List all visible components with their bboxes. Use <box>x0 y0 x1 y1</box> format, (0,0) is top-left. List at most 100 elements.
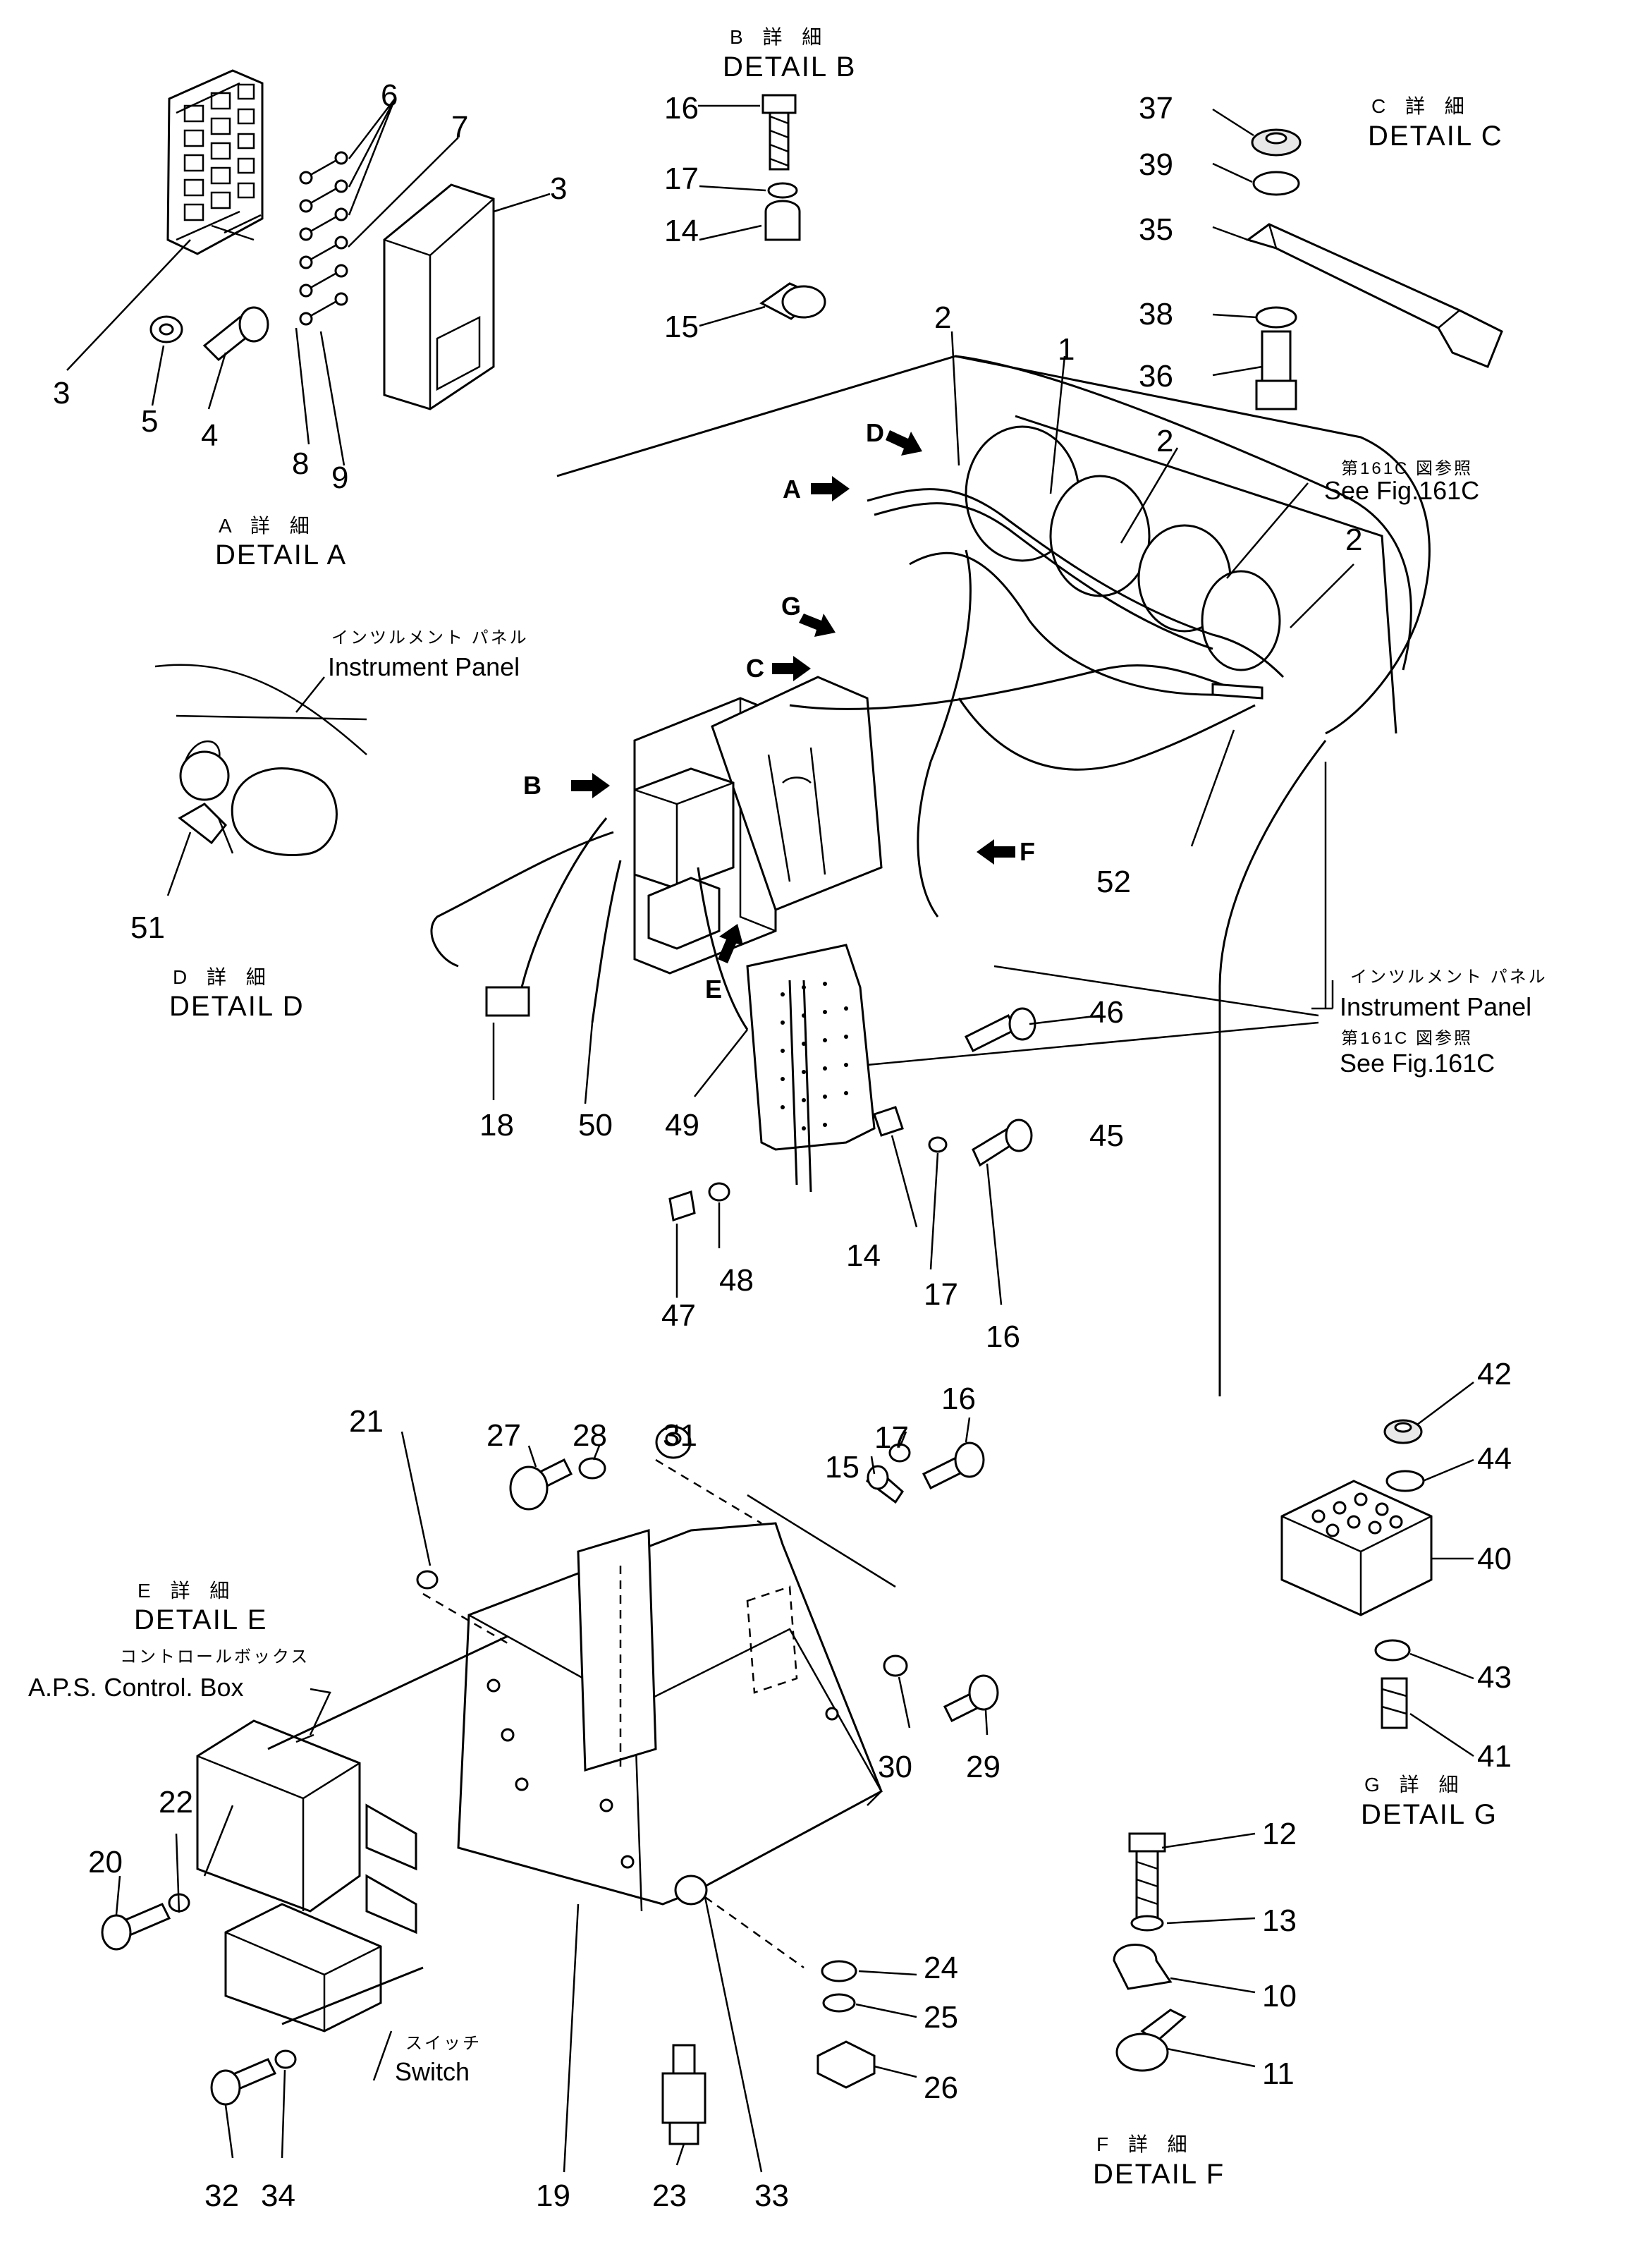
part-number: 17 <box>664 162 699 196</box>
see-fig-jp-2: 第161C 図参照 <box>1341 1029 1473 1048</box>
part-number: 13 <box>1262 1903 1297 1938</box>
part-number: 2 <box>1156 424 1173 458</box>
part-number: 40 <box>1477 1542 1512 1576</box>
part-number: 28 <box>573 1418 607 1453</box>
part-number: 47 <box>661 1298 696 1333</box>
part-number: 1 <box>1058 332 1075 367</box>
part-number: 5 <box>141 404 158 439</box>
part-number: 21 <box>349 1404 384 1439</box>
detail-d-title-jp: D 詳 細 <box>173 966 273 988</box>
detail-d-title-en: DETAIL D <box>169 991 305 1022</box>
part-number: 41 <box>1477 1739 1512 1774</box>
part-number: 32 <box>204 2178 239 2213</box>
instrument-panel-jp-1: インツルメント パネル <box>331 628 529 647</box>
view-arrow-g: G <box>781 592 801 621</box>
part-number: 52 <box>1096 865 1131 899</box>
fuse-links-illustration <box>299 151 348 326</box>
part-number: 16 <box>986 1320 1020 1354</box>
instrument-panel-en-1: Instrument Panel <box>328 652 520 681</box>
control-box-jp: コントロールボックス <box>120 1647 310 1666</box>
part-number-labels: 1 2 2 2 3 3 4 5 6 7 8 9 10 11 12 13 14 1… <box>53 78 1512 2213</box>
instrument-panel-en-2: Instrument Panel <box>1340 992 1531 1021</box>
detail-c-title-en: DETAIL C <box>1368 121 1503 152</box>
switch-en: Switch <box>395 2057 470 2086</box>
part-number: 15 <box>825 1450 859 1485</box>
view-arrow-f: F <box>1020 837 1035 866</box>
part-number: 51 <box>130 910 165 945</box>
part-number: 16 <box>664 91 699 126</box>
part-number: 9 <box>331 461 348 495</box>
part-number: 2 <box>934 300 951 335</box>
part-number: 14 <box>664 214 699 248</box>
part-number: 26 <box>924 2071 958 2105</box>
part-number: 16 <box>941 1382 976 1416</box>
part-number: 17 <box>874 1420 909 1455</box>
detail-c-group <box>1212 108 1503 410</box>
part-number: 33 <box>754 2178 789 2213</box>
part-number: 39 <box>1139 147 1173 182</box>
detail-a-title-jp: A 詳 細 <box>219 515 317 537</box>
part-number: 38 <box>1139 297 1173 331</box>
part-number: 8 <box>292 446 309 481</box>
view-arrow-letters: A D G C B F E <box>523 418 1035 1004</box>
detail-g-group <box>1280 1382 1474 1757</box>
detail-b-group <box>698 94 826 327</box>
part-number: 34 <box>261 2178 295 2213</box>
see-fig-en-2: See Fig.161C <box>1340 1049 1495 1078</box>
part-number: 25 <box>924 2000 958 2035</box>
fuse-block-illustration <box>166 69 264 255</box>
part-number: 18 <box>479 1108 514 1142</box>
part-number: 23 <box>652 2178 687 2213</box>
part-number: 29 <box>966 1750 1001 1784</box>
detail-b-title-en: DETAIL B <box>723 51 856 83</box>
detail-titles: A 詳 細 DETAIL A B 詳 細 DETAIL B C 詳 細 DETA… <box>134 26 1503 2190</box>
detail-g-title-en: DETAIL G <box>1361 1799 1498 1830</box>
detail-e-title-en: DETAIL E <box>134 1604 267 1635</box>
part-number: 49 <box>665 1108 699 1142</box>
see-fig-jp-1: 第161C 図参照 <box>1341 459 1473 478</box>
control-box-en: A.P.S. Control. Box <box>28 1673 244 1702</box>
view-arrow-a: A <box>783 475 801 504</box>
part-number: 3 <box>53 376 70 410</box>
detail-c-title-jp: C 詳 細 <box>1371 95 1471 117</box>
fuse-cover-illustration <box>383 183 495 410</box>
part-number: 2 <box>1345 523 1362 557</box>
part-number: 37 <box>1139 91 1173 126</box>
detail-a-title-en: DETAIL A <box>215 540 347 571</box>
part-number: 22 <box>159 1785 193 1820</box>
part-number: 14 <box>846 1238 881 1273</box>
part-number: 27 <box>487 1418 521 1453</box>
part-number: 36 <box>1139 359 1173 394</box>
detail-a-leaders <box>66 98 551 466</box>
detail-e-title-jp: E 詳 細 <box>137 1580 236 1602</box>
part-number: 19 <box>536 2178 570 2213</box>
part-number: 24 <box>924 1951 958 1985</box>
part-number: 31 <box>663 1418 697 1453</box>
detail-f-group <box>1113 1832 1256 2072</box>
part-number: 17 <box>924 1277 958 1312</box>
part-number: 43 <box>1477 1660 1512 1695</box>
part-number: 44 <box>1477 1442 1512 1476</box>
part-number: 45 <box>1089 1119 1124 1153</box>
part-number: 4 <box>201 418 218 453</box>
part-number: 10 <box>1262 1979 1297 2013</box>
view-arrow-c: C <box>746 654 764 683</box>
part-number: 20 <box>88 1845 123 1879</box>
part-number: 46 <box>1089 995 1124 1030</box>
instrument-panel-leader-1 <box>295 676 325 713</box>
switch-jp: スイッチ <box>405 2034 482 2053</box>
detail-b-title-jp: B 詳 細 <box>730 26 828 48</box>
control-box-leader <box>309 1688 331 1736</box>
part-number: 42 <box>1477 1357 1512 1391</box>
part-number: 6 <box>381 78 398 113</box>
detail-d-group <box>154 664 367 896</box>
callout-labels: インツルメント パネル Instrument Panel 第161C 図参照 S… <box>28 459 1546 2086</box>
part-number: 48 <box>719 1263 754 1298</box>
main-assembly <box>430 331 1431 1396</box>
see-fig-en-1: See Fig.161C <box>1324 476 1479 505</box>
view-arrow-b: B <box>523 771 542 800</box>
detail-a-group <box>66 69 551 466</box>
detail-e-group <box>101 1417 999 2173</box>
part-number: 35 <box>1139 212 1173 247</box>
